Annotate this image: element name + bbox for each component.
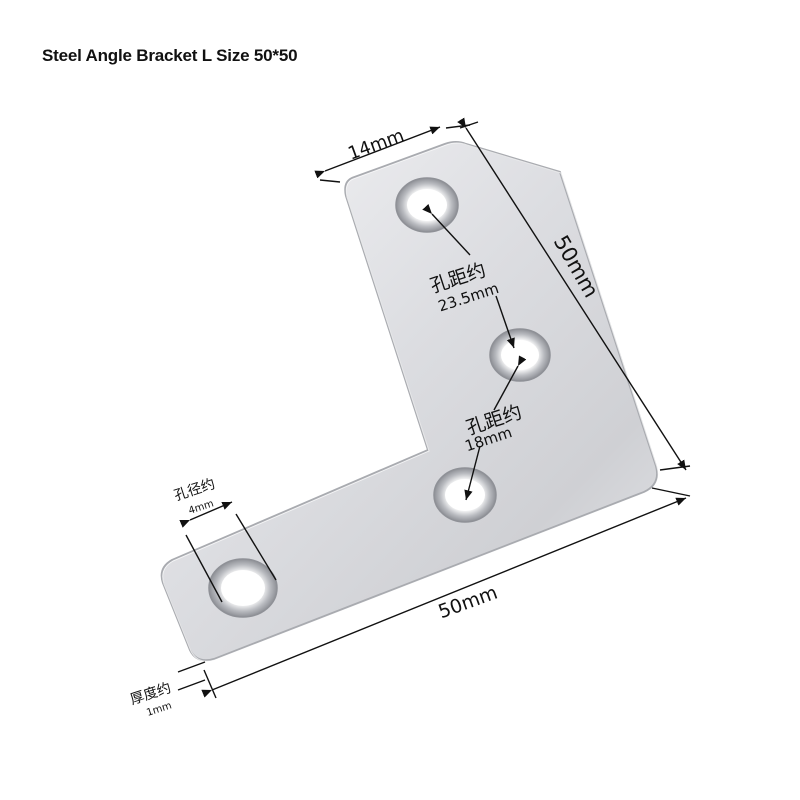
bottom-length-label: 50mm: [435, 582, 500, 624]
hole-diameter-value: 4mm: [187, 498, 215, 516]
dimension-lines: [177, 117, 691, 699]
page-title: Steel Angle Bracket L Size 50*50: [42, 46, 298, 65]
thickness-value: 1mm: [145, 700, 173, 718]
arm-width-label: 14mm: [345, 125, 407, 165]
